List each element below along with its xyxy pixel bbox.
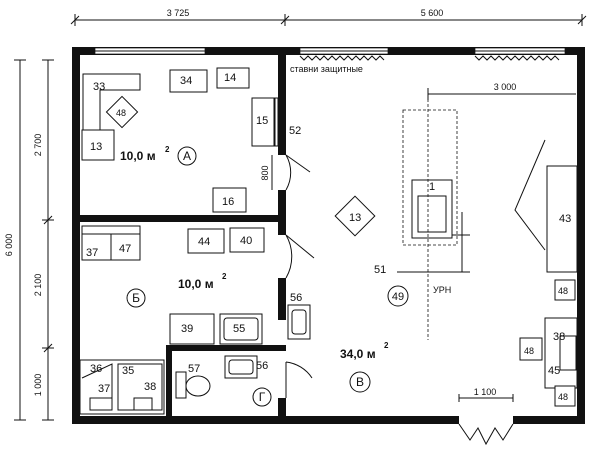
room-v-letter: В — [356, 375, 364, 389]
item-37-b: 37 — [98, 383, 110, 395]
item-56-b: 56 — [256, 360, 268, 372]
item-34: 34 — [180, 75, 192, 87]
item-48-a: 48 — [116, 108, 126, 118]
dim-top-left: 3 725 — [167, 8, 190, 18]
room-b-letter: Б — [132, 291, 140, 305]
windows — [94, 47, 566, 61]
room-b-area-sup: 2 — [222, 272, 227, 281]
item-15: 15 — [256, 115, 268, 127]
item-40: 40 — [240, 235, 252, 247]
item-51: 51 — [374, 264, 386, 276]
dim-door-800: 800 — [260, 165, 270, 180]
item-37-a: 37 — [86, 247, 98, 259]
room-g-fixtures: 57 56 — [175, 355, 268, 399]
item-13-b: 13 — [349, 212, 361, 224]
dim-left-total: 6 000 — [4, 234, 14, 257]
room-v-area: 34,0 м — [340, 347, 376, 361]
item-43: 43 — [559, 213, 571, 225]
item-13-a: 13 — [90, 141, 102, 153]
room-a-letter: А — [183, 149, 191, 163]
dim-left-b: 2 100 — [33, 274, 43, 297]
item-48-d: 48 — [558, 392, 568, 402]
dim-left-c: 1 000 — [33, 374, 43, 397]
item-1: 1 — [429, 181, 435, 193]
item-16: 16 — [222, 196, 234, 208]
item-56-a: 56 — [290, 292, 302, 304]
item-39: 39 — [181, 323, 193, 335]
doors — [285, 154, 514, 446]
dim-door-1100: 1 100 — [474, 387, 497, 397]
item-48-c: 48 — [524, 346, 534, 356]
item-55: 55 — [233, 323, 245, 335]
item-49: 49 — [392, 291, 404, 303]
item-47: 47 — [119, 243, 131, 255]
item-14: 14 — [224, 72, 236, 84]
room-a-area-sup: 2 — [165, 145, 170, 154]
item-38-b: 38 — [144, 381, 156, 393]
room-v-area-sup: 2 — [384, 341, 389, 350]
dim-left-a: 2 700 — [33, 134, 43, 157]
room-b-furniture: 37 47 44 40 39 55 36 35 37 38 — [79, 225, 265, 415]
item-35: 35 — [122, 365, 134, 377]
item-36: 36 — [90, 363, 102, 375]
room-g-letter: Г — [259, 390, 266, 404]
item-48-b: 48 — [558, 286, 568, 296]
note-shutters: ставни защитные — [290, 64, 363, 74]
item-52: 52 — [289, 125, 301, 137]
item-57: 57 — [188, 363, 200, 375]
item-38-a: 38 — [553, 331, 565, 343]
room-a-area: 10,0 м — [120, 149, 156, 163]
room-b-area: 10,0 м — [178, 277, 214, 291]
dim-inner-3000: 3 000 — [494, 82, 517, 92]
item-33: 33 — [93, 81, 105, 93]
dimension-lines: 3 725 5 600 6 000 2 700 2 100 1 000 — [4, 8, 587, 421]
room-v-furniture: 56 13 1 43 51 49 УРН 48 38 45 48 48 — [287, 94, 578, 407]
item-45: 45 — [548, 365, 560, 377]
room-a-furniture: 33 34 14 48 13 15 52 16 — [81, 67, 301, 213]
item-44: 44 — [198, 236, 210, 248]
dim-top-right: 5 600 — [421, 8, 444, 18]
note-urn: УРН — [433, 285, 451, 295]
